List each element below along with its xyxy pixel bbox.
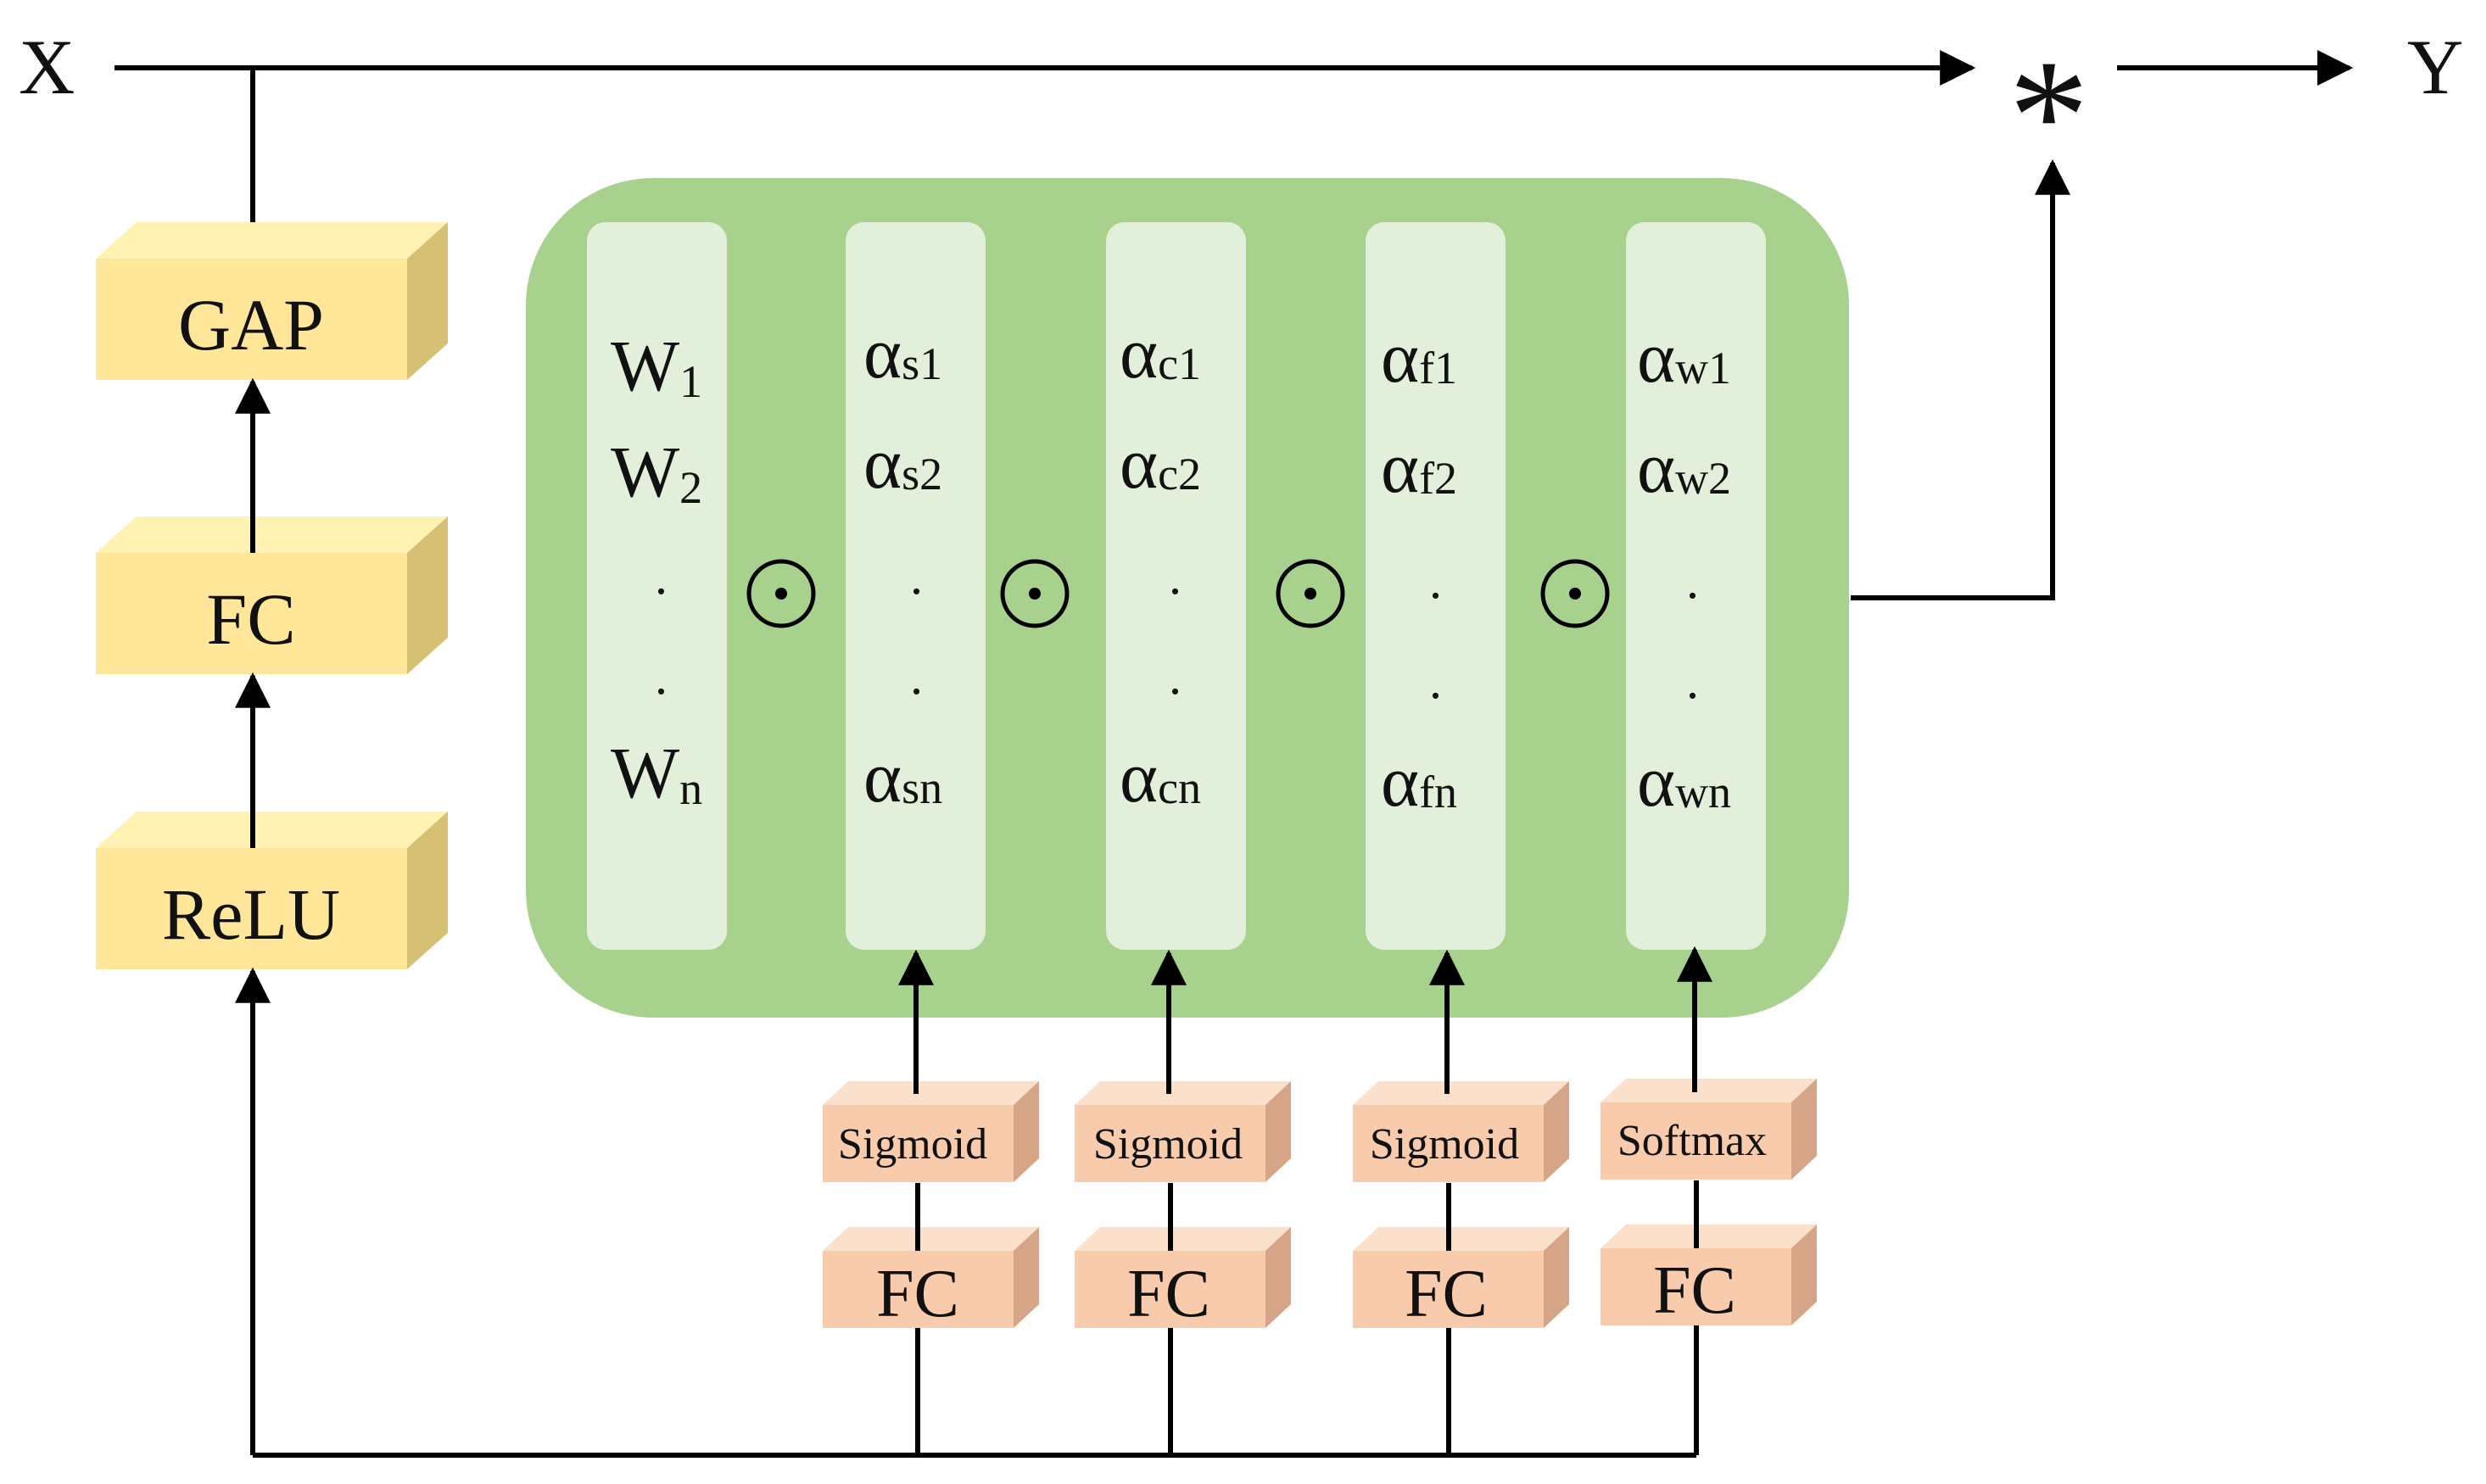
relu-block: ReLU <box>96 812 448 969</box>
branch-2-activation-label: Sigmoid <box>1093 1120 1243 1169</box>
alpha-w2-symbol: αw2 <box>1637 427 1731 508</box>
branch-1-activation-label: Sigmoid <box>838 1120 987 1169</box>
alpha-w1-symbol: αw1 <box>1637 316 1731 398</box>
branch-1-fc-block: FC <box>823 1227 1039 1331</box>
branch-3: FC Sigmoid <box>1353 949 1569 1455</box>
alpha-s-column-text: αs1 αs2 . . αsn <box>863 312 942 817</box>
branch-3-fc-label: FC <box>1405 1257 1488 1331</box>
alpha-w-column <box>1626 222 1766 950</box>
branch-1: FC Sigmoid <box>823 949 1039 1455</box>
alpha-f-dot-2: . <box>1429 653 1442 709</box>
alpha-c2-symbol: αc2 <box>1120 422 1201 504</box>
alpha-c-column <box>1106 222 1246 950</box>
alpha-w-dot-1: . <box>1686 553 1699 609</box>
alpha-s-column <box>846 222 986 950</box>
alpha-f-dot-1: . <box>1429 553 1442 609</box>
alpha-s2-symbol: αs2 <box>863 422 942 504</box>
alpha-w-column-text: αw1 αw2 . . αwn <box>1637 316 1731 822</box>
gap-block: GAP <box>96 222 448 380</box>
branch-2-fc-label: FC <box>1127 1257 1210 1331</box>
gap-label: GAP <box>178 284 324 365</box>
branch-1-activation-block: Sigmoid <box>823 1081 1039 1182</box>
alpha-s-dot-1: . <box>910 549 923 605</box>
alpha-sn-symbol: αsn <box>863 736 942 817</box>
alpha-c-dot-2: . <box>1169 649 1182 705</box>
alpha-w-dot-2: . <box>1686 653 1699 709</box>
fc-block-left: FC <box>96 516 448 674</box>
branch-2: FC Sigmoid <box>1075 949 1291 1455</box>
alpha-f1-symbol: αf1 <box>1381 316 1457 398</box>
alpha-c1-symbol: αc1 <box>1120 312 1201 393</box>
w-dot-1: . <box>655 549 668 605</box>
weight-column <box>587 222 727 950</box>
panel-to-multiply-line <box>1851 159 2070 600</box>
alpha-f-column <box>1366 222 1506 950</box>
weight-column-text: W1 W2 . . Wn <box>611 325 702 814</box>
output-label-y: Y <box>2407 24 2463 110</box>
alpha-c-column-text: αc1 αc2 . . αcn <box>1120 312 1201 817</box>
alpha-fn-symbol: αfn <box>1381 740 1457 822</box>
w2-symbol: W2 <box>611 431 702 513</box>
multiply-symbol: * <box>2008 27 2089 205</box>
input-label-x: X <box>19 24 75 110</box>
alpha-f-column-text: αf1 αf2 . . αfn <box>1381 316 1457 822</box>
branch-4-activation-block: Softmax <box>1601 1079 1817 1180</box>
hadamard-4 <box>1540 559 1610 628</box>
hadamard-2 <box>1000 559 1070 628</box>
branch-4: FC Softmax <box>1601 946 1817 1455</box>
fc-label-left: FC <box>206 578 295 660</box>
branch-2-activation-block: Sigmoid <box>1075 1081 1291 1182</box>
alpha-f2-symbol: αf2 <box>1381 427 1457 508</box>
alpha-cn-symbol: αcn <box>1120 736 1201 817</box>
branch-4-fc-block: FC <box>1601 1225 1817 1328</box>
branch-2-fc-block: FC <box>1075 1227 1291 1331</box>
hadamard-1 <box>746 559 816 628</box>
branch-4-activation-label: Softmax <box>1617 1117 1767 1165</box>
alpha-s-dot-2: . <box>910 649 923 705</box>
hadamard-3 <box>1276 559 1345 628</box>
branch-3-activation-label: Sigmoid <box>1370 1120 1519 1169</box>
relu-label: ReLU <box>162 873 340 955</box>
alpha-s1-symbol: αs1 <box>863 312 942 393</box>
w-dot-2: . <box>655 649 668 705</box>
alpha-c-dot-1: . <box>1169 549 1182 605</box>
branch-3-activation-block: Sigmoid <box>1353 1081 1569 1182</box>
alpha-wn-symbol: αwn <box>1637 740 1731 822</box>
branch-4-fc-label: FC <box>1653 1253 1736 1328</box>
branch-3-fc-block: FC <box>1353 1227 1569 1331</box>
branch-1-fc-label: FC <box>876 1257 959 1331</box>
w1-symbol: W1 <box>611 325 702 407</box>
wn-symbol: Wn <box>611 732 702 814</box>
